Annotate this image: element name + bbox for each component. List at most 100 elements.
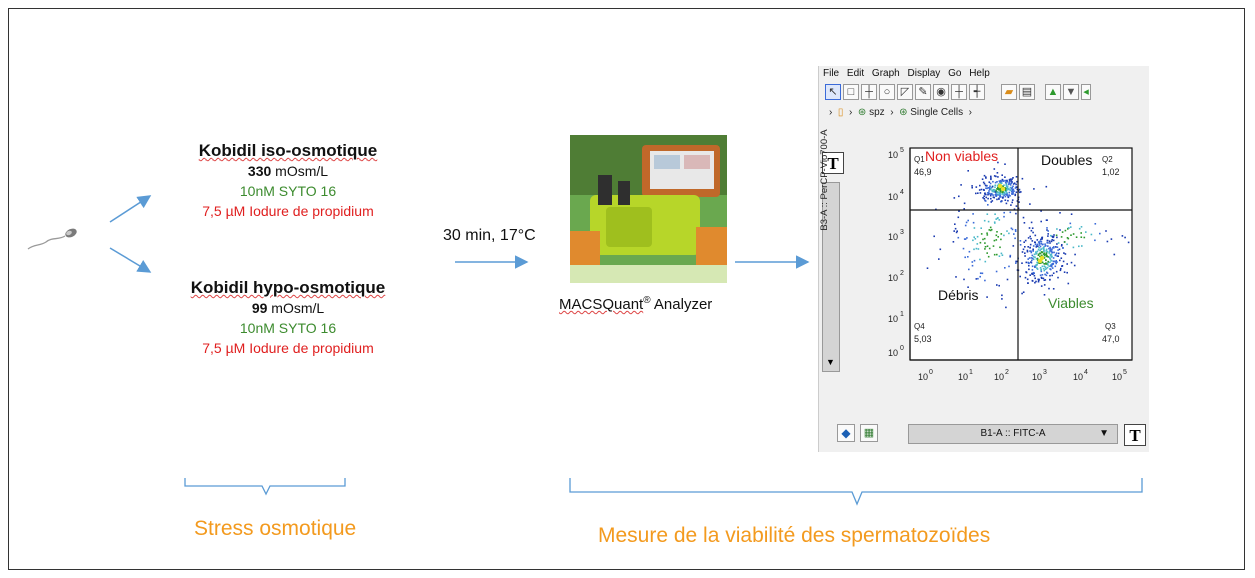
event-dot [991, 190, 994, 192]
sperm-cell-icon [27, 228, 77, 250]
rectangle-tool-icon[interactable]: □ [843, 84, 859, 100]
breadcrumb-item-single-cells[interactable]: Single Cells [910, 107, 964, 118]
event-dot [1015, 183, 1017, 186]
condition-title: Kobidil hypo-osmotique [190, 278, 386, 297]
event-dot [1030, 261, 1032, 263]
event-dot [1043, 294, 1046, 296]
event-dot [980, 233, 983, 235]
folder-icon[interactable]: ▰ [1001, 84, 1017, 100]
event-dot [1005, 183, 1008, 185]
event-dot [999, 196, 1001, 198]
breadcrumb-item-spz[interactable]: spz [869, 107, 885, 118]
event-dot [1045, 267, 1048, 270]
ellipse-tool-icon[interactable]: ○ [879, 84, 895, 100]
dropdown-arrow-icon[interactable]: ▼ [826, 357, 835, 367]
event-dot [1039, 274, 1042, 277]
chevron-right-icon[interactable]: › [829, 107, 833, 118]
chevron-right-icon[interactable]: › [890, 107, 894, 118]
cross-tool-icon[interactable]: ┼ [861, 84, 877, 100]
event-dot [1040, 285, 1043, 287]
event-dot [996, 198, 998, 201]
event-dot [1031, 269, 1034, 271]
event-dot [1038, 242, 1041, 245]
event-dot [1055, 262, 1057, 265]
quadrant-percent-q4: 5,03 [914, 334, 932, 344]
event-dot [1006, 186, 1009, 188]
layers-icon[interactable]: ▦ [860, 424, 878, 442]
event-dot [1043, 252, 1046, 254]
event-dot [1036, 259, 1039, 261]
event-dot [991, 193, 993, 195]
freeform-tool-icon[interactable]: ◉ [933, 84, 949, 100]
event-dot [988, 192, 990, 194]
event-dot [1022, 216, 1025, 219]
menu-graph[interactable]: Graph [871, 68, 900, 79]
event-dot [999, 181, 1001, 183]
event-dot [1004, 199, 1007, 201]
y-axis-selector[interactable]: B3-A :: PerCP-Vio700-A ▼ [819, 129, 840, 372]
event-dot [996, 172, 999, 174]
event-dot [993, 239, 996, 242]
y-axis-text-button[interactable]: T [822, 152, 844, 174]
chevron-right-icon[interactable]: › [968, 107, 972, 118]
event-dot [1008, 178, 1011, 181]
event-dot [1040, 242, 1043, 245]
pointer-tool-icon[interactable]: ↖ [825, 84, 841, 100]
y-tick-exp: 0 [900, 345, 904, 352]
event-dot [983, 219, 986, 222]
event-dot [1048, 250, 1051, 253]
menu-go[interactable]: Go [948, 68, 962, 79]
event-dot [989, 229, 992, 232]
event-dot [1036, 264, 1038, 266]
event-dot [1044, 263, 1046, 265]
event-dot [1054, 261, 1057, 263]
menu-help[interactable]: Help [969, 68, 990, 79]
export-icon[interactable]: ▤ [1019, 84, 1035, 100]
event-dot [1009, 180, 1011, 182]
event-dot [1005, 306, 1007, 309]
x-tick-exp: 2 [1005, 369, 1009, 376]
event-dot [986, 213, 989, 215]
event-dot [1027, 261, 1029, 264]
dropdown-arrow-icon[interactable]: ▼ [1099, 428, 1109, 439]
quadrant-tool-icon[interactable]: ┼ [951, 84, 967, 100]
menu-file[interactable]: File [823, 68, 840, 79]
event-dot [997, 217, 999, 219]
x-axis-text-button[interactable]: T [1124, 424, 1146, 446]
event-dot [1038, 244, 1041, 246]
event-dot [984, 193, 986, 195]
event-dot [1002, 196, 1004, 198]
event-dot [1035, 264, 1037, 267]
x-axis-selector[interactable]: B1-A :: FITC-A ▼ [908, 424, 1118, 444]
event-dot [1030, 251, 1033, 254]
event-dot [1067, 237, 1070, 240]
event-dot [1052, 246, 1055, 248]
event-dot [1006, 230, 1008, 232]
cube-icon[interactable]: ◆ [837, 424, 855, 442]
menu-display[interactable]: Display [907, 68, 941, 79]
event-dot [1025, 261, 1028, 264]
event-dot [1050, 259, 1053, 262]
event-dot [958, 195, 960, 198]
event-dot [935, 208, 937, 211]
menu-edit[interactable]: Edit [846, 68, 865, 79]
event-dot [1043, 249, 1045, 252]
event-dot [1027, 237, 1030, 239]
event-dot [1047, 262, 1049, 264]
event-dot [1037, 280, 1040, 283]
down-arrow-icon[interactable]: ▼ [1063, 84, 1079, 100]
event-dot [1034, 281, 1036, 284]
event-dot [1054, 265, 1057, 268]
chevron-right-icon[interactable]: › [848, 107, 853, 118]
event-dot [1046, 239, 1049, 242]
y-tick: 10 [888, 273, 898, 283]
event-dot [1059, 212, 1061, 214]
event-dot [1003, 194, 1005, 196]
split-tool-icon[interactable]: ┽ [969, 84, 985, 100]
event-dot [1001, 294, 1003, 297]
up-arrow-icon[interactable]: ▲ [1045, 84, 1061, 100]
pencil-tool-icon[interactable]: ✎ [915, 84, 931, 100]
polygon-tool-icon[interactable]: ◸ [897, 84, 913, 100]
event-dot [990, 228, 993, 231]
left-arrow-icon[interactable]: ◂ [1081, 84, 1091, 100]
